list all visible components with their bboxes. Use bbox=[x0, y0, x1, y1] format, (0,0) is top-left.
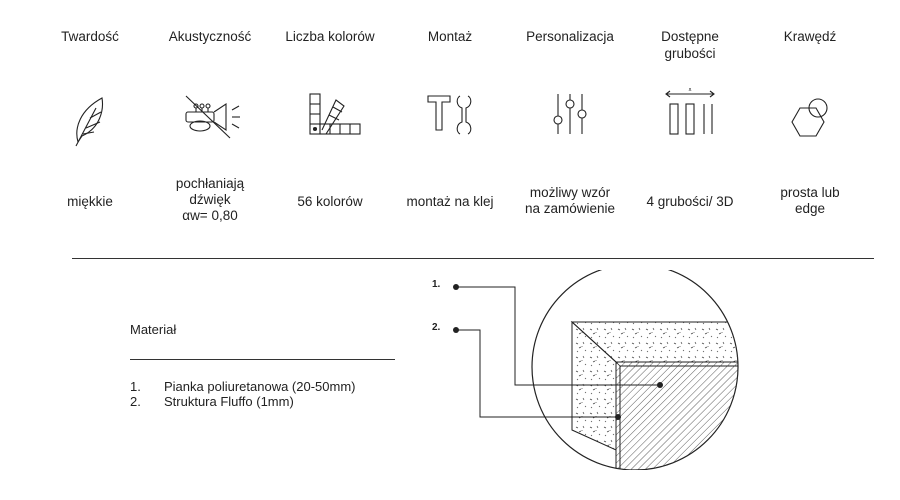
hammer-wrench-icon bbox=[416, 88, 484, 148]
alpha-symbol: α bbox=[182, 208, 191, 223]
feature-mounting: Montaż montaż na klej bbox=[390, 28, 510, 238]
diagram-label-2: 2. bbox=[432, 322, 441, 333]
feature-title: Liczba kolorów bbox=[285, 29, 375, 44]
feature-value: montaż na klej bbox=[390, 194, 510, 210]
feature-title: Personalizacja bbox=[526, 29, 614, 44]
feature-hardness: Twardość miękkie bbox=[30, 28, 150, 238]
section-divider bbox=[72, 258, 874, 259]
feature-acoustics: Akustyczność pochłaniają dźwięk αw= 0,80 bbox=[150, 28, 270, 238]
feature-title: Twardość bbox=[61, 29, 119, 44]
feature-value-line: dźwięk bbox=[189, 192, 231, 207]
material-item-text: Struktura Fluffo (1mm) bbox=[164, 394, 294, 409]
feature-title: Akustyczność bbox=[168, 29, 252, 44]
cross-section-drawing bbox=[453, 263, 739, 471]
feature-value: miękkie bbox=[30, 194, 150, 210]
feature-value: prosta lub edge bbox=[750, 185, 870, 217]
feature-value-line: 56 kolorów bbox=[297, 194, 363, 209]
color-swatch-icon bbox=[296, 88, 364, 148]
alpha-w-value: αw= 0,80 bbox=[150, 208, 270, 224]
feature-row: Twardość miękkie Akustyczność bbox=[30, 28, 870, 238]
alpha-w-text: w= 0,80 bbox=[190, 208, 238, 223]
feature-value-line: pochłaniają bbox=[175, 176, 245, 191]
feature-value: możliwy wzór na zamówienie bbox=[510, 185, 630, 217]
feature-value-line: możliwy wzór bbox=[529, 185, 611, 200]
feature-title: Krawędź bbox=[783, 29, 837, 44]
feature-title: Dostępne grubości bbox=[630, 28, 750, 62]
hexagon-circle-icon bbox=[776, 88, 844, 148]
feature-value-line: montaż na klej bbox=[406, 194, 494, 209]
material-list: 1. Pianka poliuretanowa (20-50mm) 2. Struk… bbox=[130, 379, 355, 409]
feature-title-line: grubości bbox=[664, 46, 716, 61]
diagram-label-1: 1. bbox=[432, 279, 441, 290]
feather-icon bbox=[56, 88, 124, 148]
feature-title-line: Dostępne bbox=[661, 29, 719, 44]
thickness-icon: x bbox=[656, 88, 724, 148]
thickness-x-label: x bbox=[689, 88, 692, 93]
feature-thickness: Dostępne grubości x 4 grubości/ 3D bbox=[630, 28, 750, 238]
material-title: Materiał bbox=[130, 322, 177, 337]
feature-value-line: miękkie bbox=[67, 194, 113, 209]
feature-personalization: Personalizacja możliwy wzór na zamówieni… bbox=[510, 28, 630, 238]
feature-colors: Liczba kolorów 56 kolorów bbox=[270, 28, 390, 238]
feature-value: pochłaniają dźwięk αw= 0,80 bbox=[150, 176, 270, 224]
feature-value: 56 kolorów bbox=[270, 194, 390, 210]
feature-value-line: prosta lub bbox=[780, 185, 840, 200]
material-item-number: 1. bbox=[130, 379, 141, 394]
feature-value-line: 4 grubości/ 3D bbox=[646, 194, 734, 209]
material-item: 1. Pianka poliuretanowa (20-50mm) bbox=[130, 379, 355, 394]
material-item-number: 2. bbox=[130, 394, 141, 409]
feature-value-line: na zamówienie bbox=[524, 201, 616, 216]
feature-edge: Krawędź prosta lub edge bbox=[750, 28, 870, 238]
material-item: 2. Struktura Fluffo (1mm) bbox=[130, 394, 355, 409]
material-item-text: Pianka poliuretanowa (20-50mm) bbox=[164, 379, 356, 394]
feature-value: 4 grubości/ 3D bbox=[630, 194, 750, 210]
feature-value-line: edge bbox=[794, 201, 826, 216]
feature-title: Montaż bbox=[427, 29, 473, 44]
trumpet-muted-icon bbox=[176, 88, 244, 148]
material-underline bbox=[130, 359, 395, 360]
cross-section-diagram: 1. 2. bbox=[420, 263, 760, 471]
sliders-icon bbox=[536, 88, 604, 148]
